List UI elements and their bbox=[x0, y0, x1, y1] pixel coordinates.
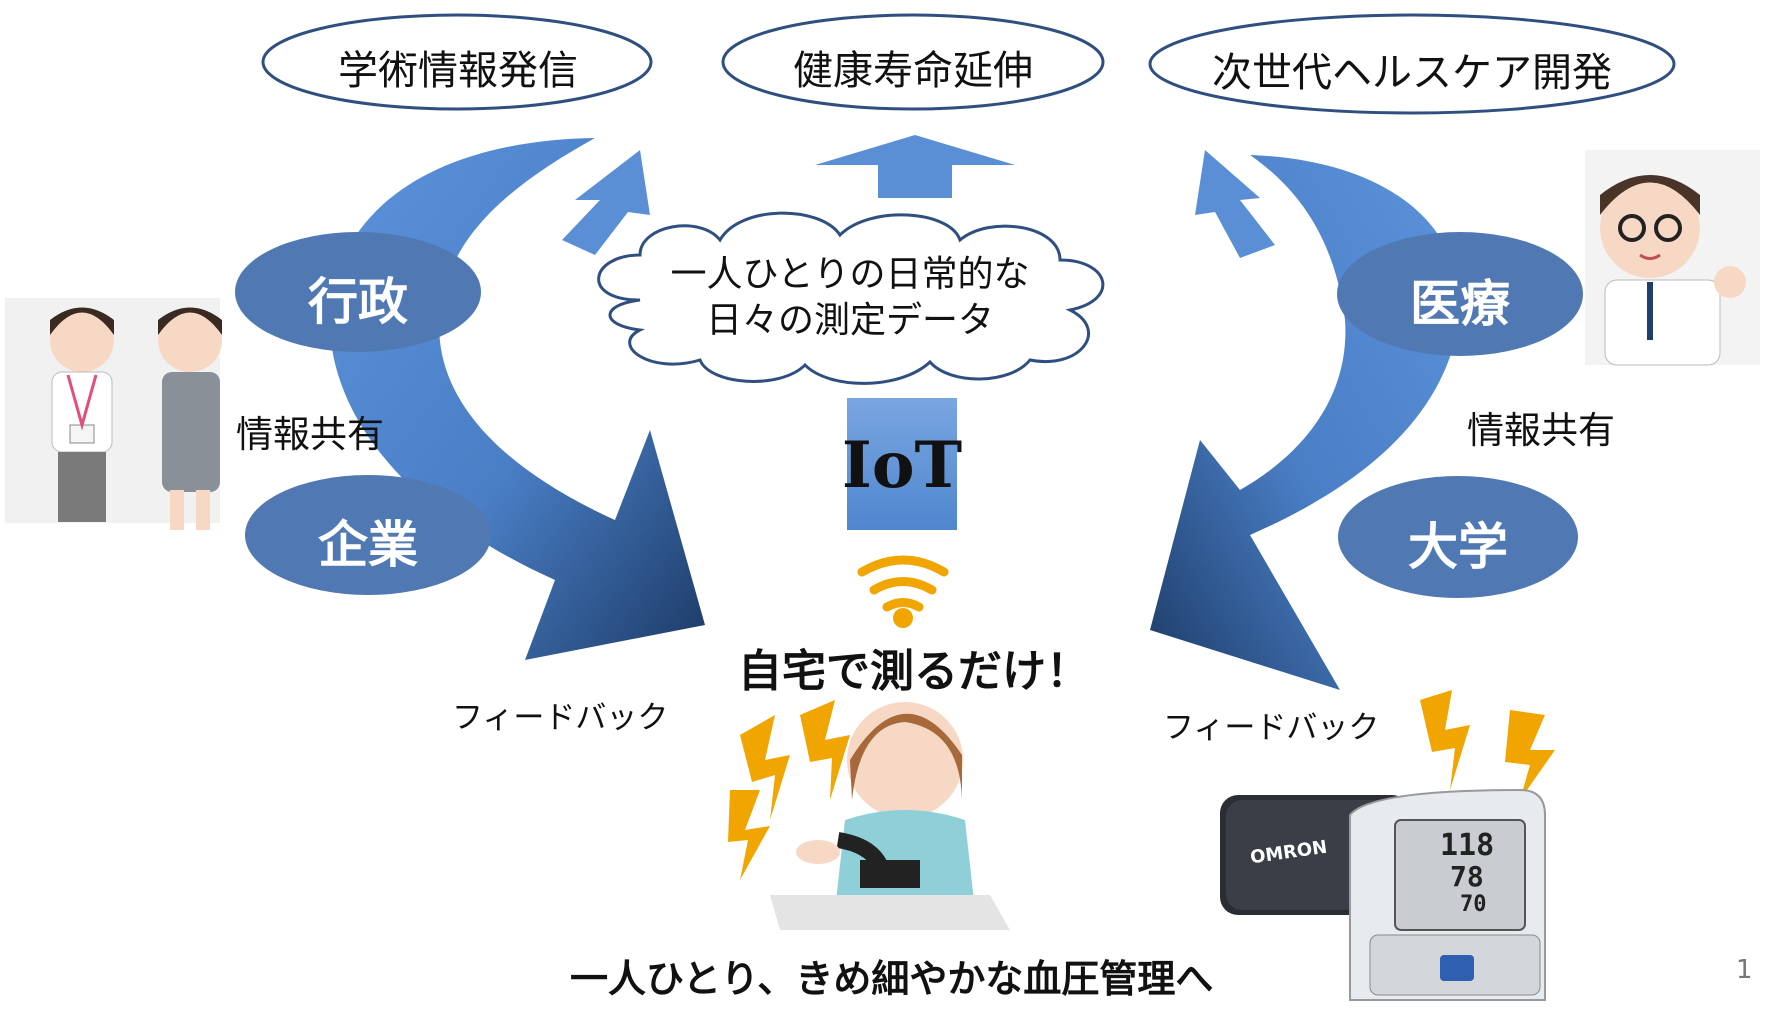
feedback-right: フィードバック bbox=[1163, 710, 1380, 746]
up-arrow-center bbox=[815, 135, 1015, 198]
goal-ellipse-center bbox=[721, 13, 1105, 111]
lightning-bolt-icon bbox=[1420, 690, 1470, 790]
feedback-left: フィードバック bbox=[452, 700, 669, 736]
cloud-line-2: 日々の測定データ bbox=[705, 300, 994, 341]
up-arrow-right bbox=[1195, 150, 1275, 258]
staff-illustration bbox=[5, 298, 222, 530]
goal-ellipse-left bbox=[261, 13, 653, 111]
wifi-icon bbox=[857, 555, 949, 612]
monitor-reading-diastolic: 78 bbox=[1450, 860, 1484, 893]
actor-label-university: 大学 bbox=[1408, 518, 1508, 576]
lightning-bolt-icon bbox=[1505, 710, 1555, 800]
lightning-bolt-icon bbox=[728, 790, 770, 880]
goal-ellipse-right bbox=[1148, 13, 1676, 115]
data-cloud bbox=[597, 211, 1105, 385]
curved-arrow-right bbox=[1150, 155, 1460, 690]
home-measure-caption: 自宅で測るだけ！ bbox=[738, 646, 1090, 697]
lightning-bolt-icon bbox=[800, 700, 850, 800]
bottom-caption: 一人ひとり、きめ細やかな血圧管理へ bbox=[570, 957, 1214, 1001]
goal-scholarly-dissemination: 学術情報発信 bbox=[338, 48, 578, 94]
actor-label-medical: 医療 bbox=[1410, 275, 1510, 333]
info-share-right: 情報共有 bbox=[1467, 409, 1615, 452]
actor-label-company: 企業 bbox=[318, 516, 418, 574]
info-share-left: 情報共有 bbox=[236, 413, 384, 456]
actor-ellipse-university bbox=[1338, 476, 1578, 598]
doctor-illustration bbox=[1585, 150, 1760, 366]
actor-label-gov: 行政 bbox=[308, 273, 408, 331]
actor-ellipse-medical bbox=[1337, 232, 1583, 356]
page-number: 1 bbox=[1736, 955, 1753, 985]
monitor-reading-systolic: 118 bbox=[1440, 828, 1495, 863]
goal-next-gen-healthcare: 次世代ヘルスケア開発 bbox=[1212, 50, 1612, 96]
cloud-text: 一人ひとりの日常的な 日々の測定データ bbox=[660, 252, 1040, 344]
up-arrow-left bbox=[562, 150, 650, 255]
cloud-line-1: 一人ひとりの日常的な bbox=[670, 254, 1030, 295]
woman-measuring-illustration bbox=[770, 702, 1010, 930]
iot-label: IoT bbox=[841, 428, 963, 503]
wifi-dot bbox=[893, 608, 913, 628]
iot-block bbox=[847, 398, 957, 530]
lightning-bolt-icon bbox=[740, 715, 790, 820]
goal-healthy-life-extension: 健康寿命延伸 bbox=[793, 48, 1033, 94]
actor-ellipse-gov bbox=[235, 232, 481, 352]
actor-ellipse-company bbox=[245, 475, 491, 595]
monitor-reading-pulse: 70 bbox=[1460, 892, 1487, 917]
bp-monitor-illustration bbox=[1220, 788, 1546, 1001]
